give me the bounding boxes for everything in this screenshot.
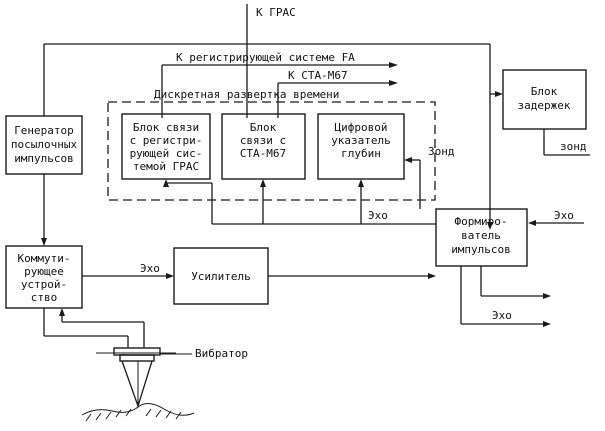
label-zond-1: Зонд xyxy=(428,145,455,158)
vibrator-body xyxy=(113,347,161,356)
label-echo-mid: Эхо xyxy=(368,209,388,222)
label-echo-amp: Эхо xyxy=(140,262,160,275)
seabed-line xyxy=(81,403,195,416)
arrow-into-gras-link xyxy=(163,179,169,187)
block-switch-line4: ство xyxy=(31,291,58,304)
block-switch-line1: Коммути- xyxy=(18,252,71,265)
block-depth-line2: указатель xyxy=(331,134,391,147)
label-zond-2: зонд xyxy=(560,140,587,153)
block-former-line3: импульсов xyxy=(451,243,511,256)
block-switch-line3: устрой- xyxy=(21,278,67,291)
vibrator-beam xyxy=(121,360,153,409)
block-link-gras-line1: Блок связи xyxy=(133,121,199,134)
arrow-echo-in xyxy=(528,220,536,226)
discrete-scan-group xyxy=(107,101,436,201)
label-to-gras: К ГРАС xyxy=(256,6,296,19)
block-delay-line1: Блок xyxy=(531,85,558,98)
seabed-hatch xyxy=(85,408,182,422)
block-former-line1: Формиро- xyxy=(455,215,508,228)
block-generator-line1: Генератор xyxy=(14,124,74,137)
label-vibrator: Вибратор xyxy=(195,347,248,360)
arrow-into-sta-link xyxy=(260,179,266,187)
block-link-gras-line2: с регистри- xyxy=(130,134,203,147)
block-link-sta xyxy=(221,113,306,180)
block-depth-line1: Цифровой xyxy=(335,121,388,134)
vibrator-base xyxy=(119,354,155,362)
block-delay-line2: задержек xyxy=(518,99,571,112)
arrow-to-fa xyxy=(389,62,398,68)
block-link-gras-line3: рующей сис- xyxy=(130,147,203,160)
arrow-gen-to-switch xyxy=(41,238,47,246)
block-generator-line3: импульсов xyxy=(14,152,74,165)
label-echo-in-former: Эхо xyxy=(554,209,574,222)
label-to-sta: К СТА-М67 xyxy=(288,69,348,82)
block-link-gras-line4: темой ГРАС xyxy=(133,160,199,173)
arrow-into-switch xyxy=(59,308,65,316)
arrow-former-out-2 xyxy=(543,321,551,327)
block-link-sta-line1: Блок xyxy=(250,121,277,134)
block-generator-line2: посылочных xyxy=(11,138,78,151)
block-amplifier-label: Усилитель xyxy=(191,270,251,283)
arrow-amp-to-former xyxy=(428,273,436,279)
block-former-line2: ватель xyxy=(461,229,501,242)
arrow-switch-to-amp xyxy=(166,273,174,279)
label-discrete-scan: Дискретная развертка времени xyxy=(154,88,339,101)
block-switch-line2: рующее xyxy=(24,265,64,278)
arrow-to-sta xyxy=(389,80,398,86)
arrow-into-depth xyxy=(358,179,364,187)
label-to-fa: К регистрирующей системе FA xyxy=(176,51,355,64)
block-link-sta-line3: СТА-М67 xyxy=(240,147,286,160)
arrow-former-out-1 xyxy=(543,293,551,299)
arrow-into-former xyxy=(487,222,493,230)
block-depth-line3: глубин xyxy=(341,147,381,160)
block-link-sta-line2: связи с xyxy=(240,134,286,147)
arrow-into-delay xyxy=(495,91,503,97)
arrow-zond-into-depth xyxy=(404,157,412,163)
label-echo-out: Эхо xyxy=(492,309,512,322)
